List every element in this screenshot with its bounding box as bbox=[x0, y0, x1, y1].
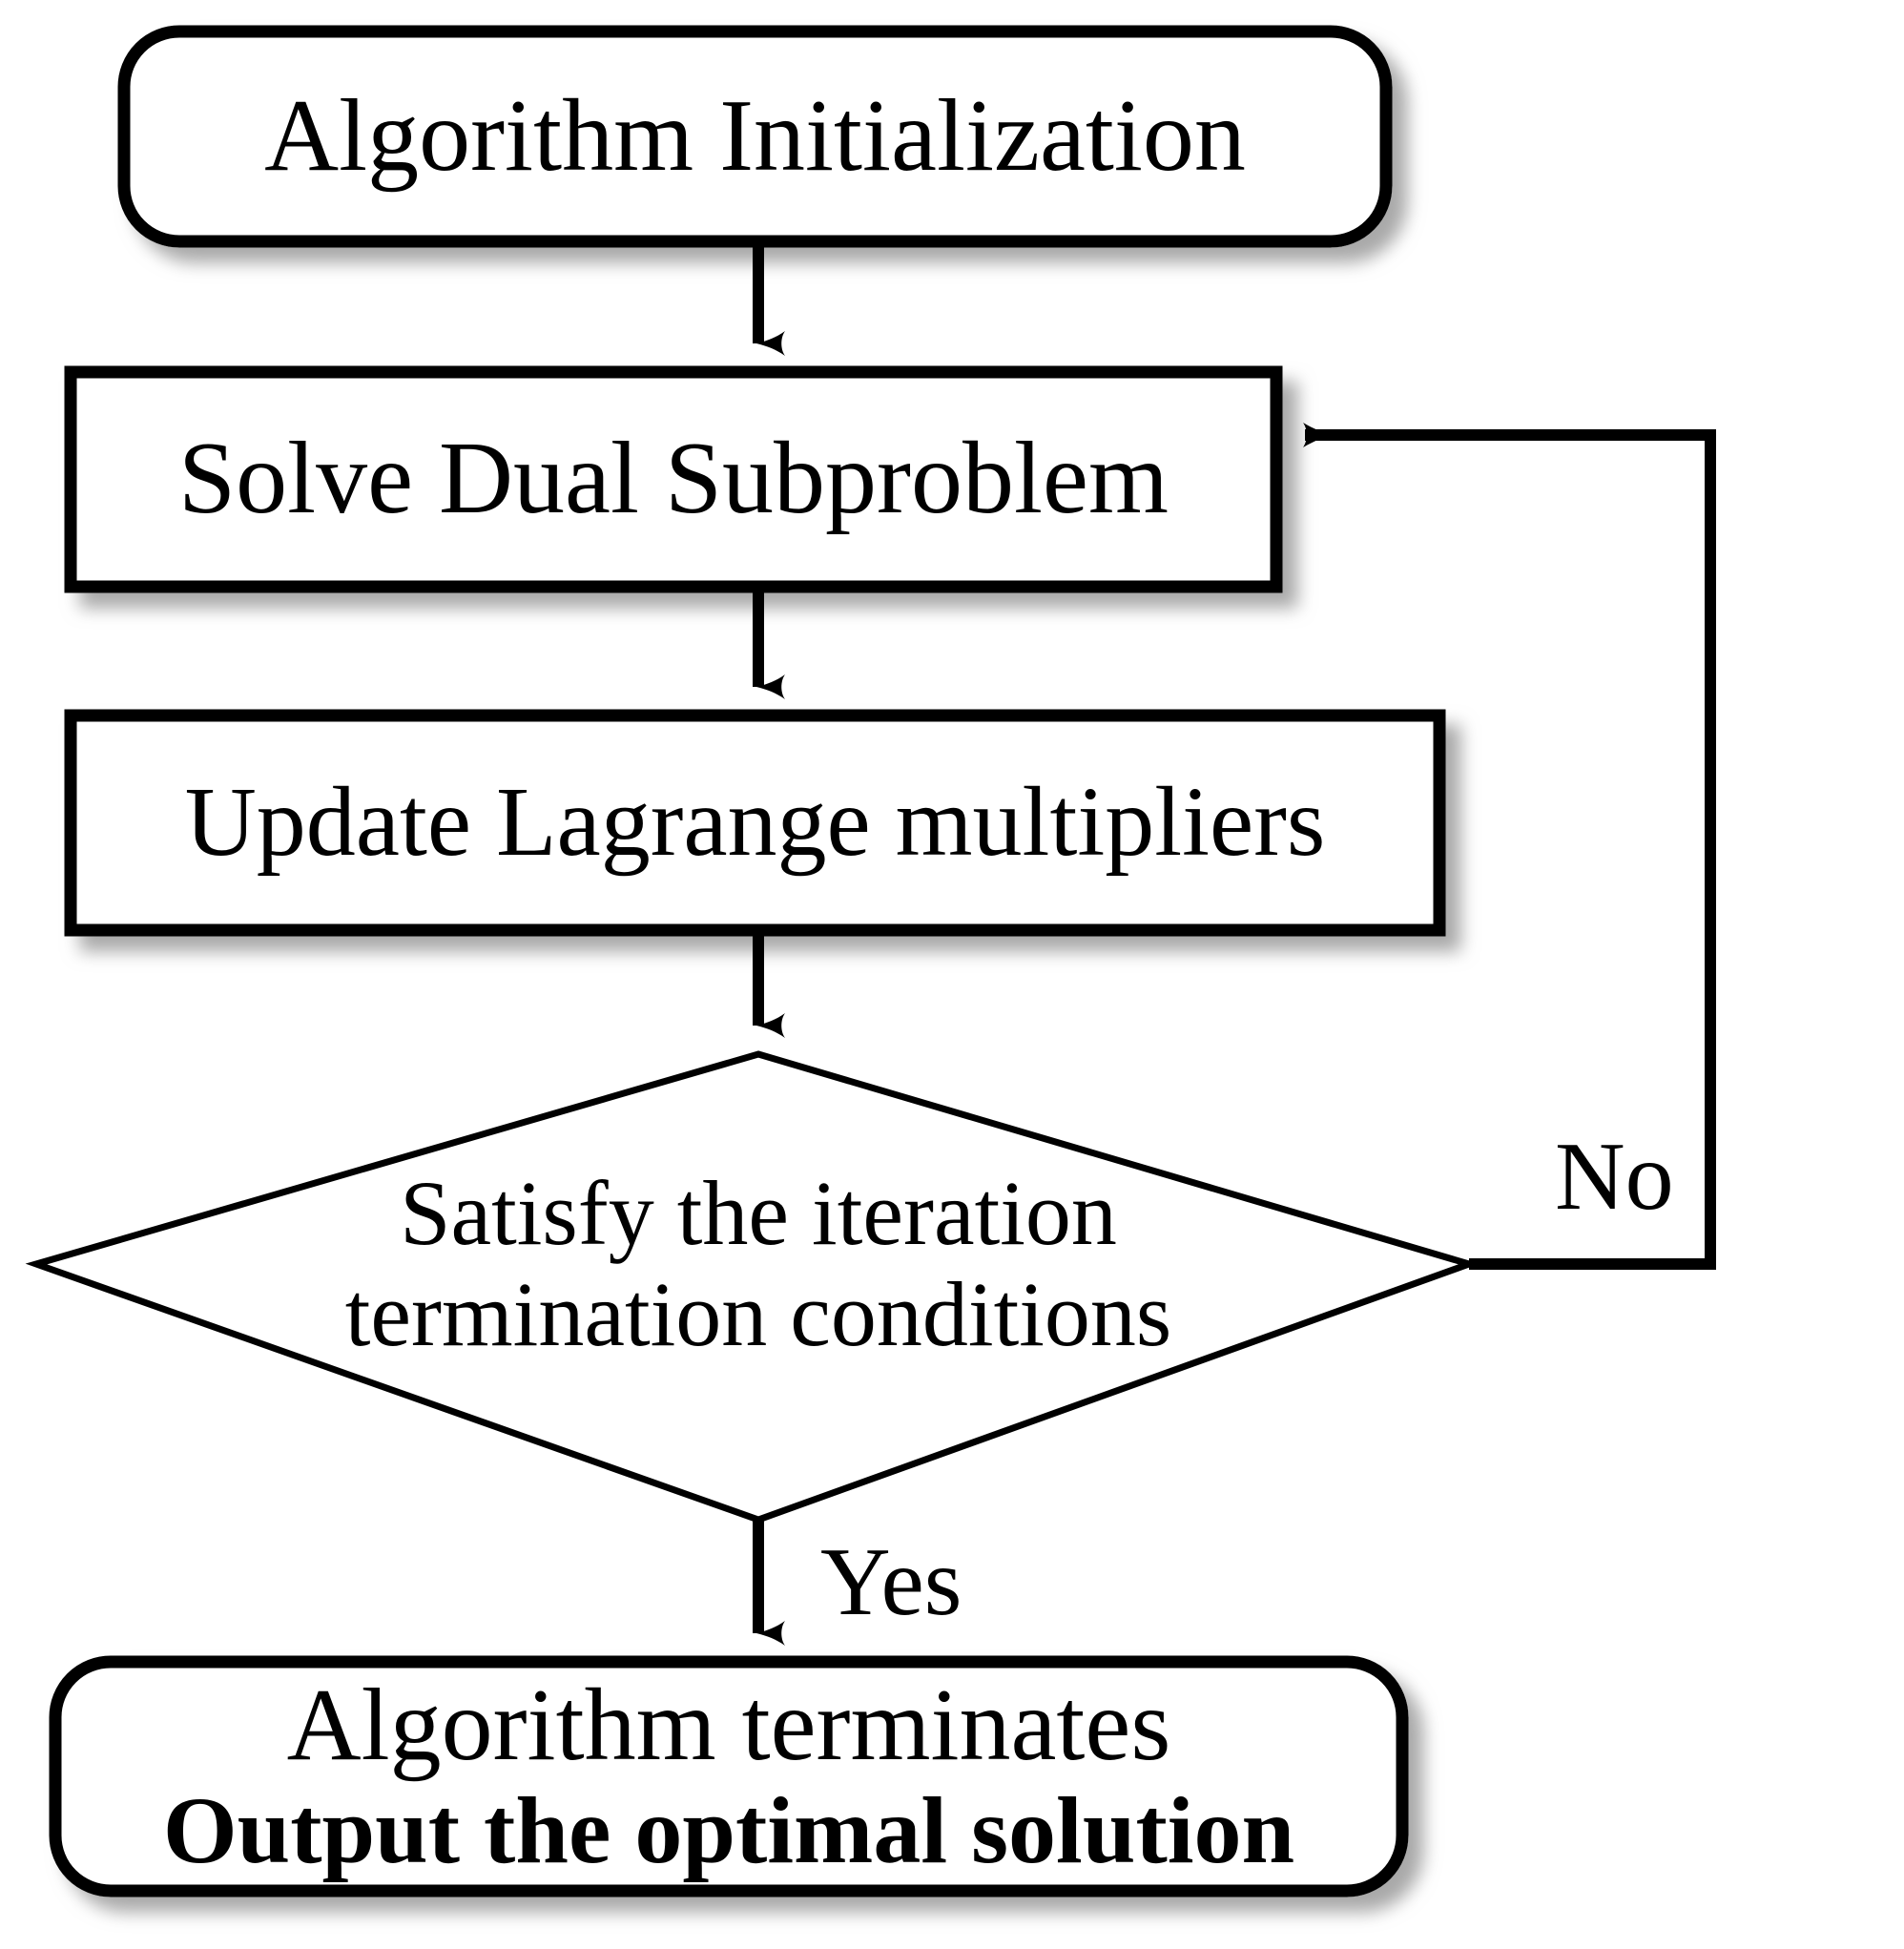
node-shape-end[interactable] bbox=[49, 1655, 1409, 1897]
edge-label-yes: Yes bbox=[820, 1528, 962, 1636]
node-shape-decision[interactable] bbox=[25, 1050, 1480, 1524]
edge-label-no: No bbox=[1555, 1123, 1674, 1231]
node-shape-start[interactable] bbox=[117, 25, 1393, 248]
node-shape-solve[interactable] bbox=[64, 365, 1283, 593]
edge-decision-to-solve bbox=[1303, 423, 1716, 1270]
node-shape-update[interactable] bbox=[64, 709, 1446, 937]
